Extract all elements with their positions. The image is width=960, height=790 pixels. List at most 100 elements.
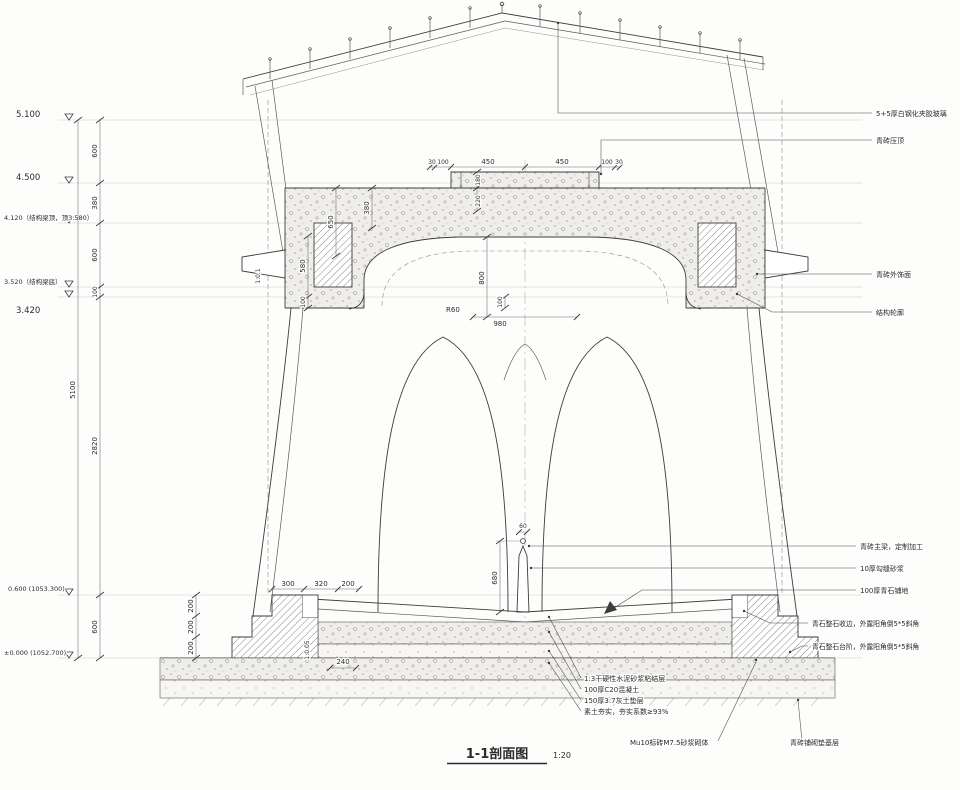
dim-580: 580 [299,259,307,272]
note-concrete: 100厚C20混凝土 [584,685,639,694]
finial-spike [516,544,530,613]
roof-glass-line-2 [245,20,766,88]
coping-joints [460,172,590,188]
leader-stone-edging [743,610,808,624]
leader-stone-paving [607,589,856,613]
ground-leader-dots [547,615,551,665]
elevation-label-0000: ±0.000 (1052.700) [4,649,66,657]
dim-top-100-r: 100 [601,159,613,166]
leader-structure-outline [736,293,872,313]
leg-right-inner [746,307,781,613]
corbel-right [764,249,809,279]
dim-100-left: 100 [92,286,99,298]
dim-380-arch: 380 [363,201,371,214]
concrete-slab [317,621,733,645]
dim-finial-60: 60 [519,523,527,530]
glass-roof [242,1,779,253]
dim-coping-180: 180 [475,174,482,186]
edge-stone-left [301,594,319,619]
drawing-title: 1-1剖面图 [466,746,529,762]
dim-800: 800 [478,271,486,284]
leader-bonding-layer [548,616,582,679]
footing-lime-band [159,679,836,699]
dimension-ticks [73,116,624,672]
dim-plinth-320: 320 [314,580,327,588]
elevation-label-4120: 4.120（结构梁顶，顶3.580） [4,213,93,222]
dim-5100-overall: 5100 [69,381,77,399]
leg-left-inner [269,307,304,613]
dim-600-upper: 600 [91,144,99,157]
elevation-label-5100: 5.100 [16,110,40,120]
center-finial [496,538,530,613]
tower-legs [252,307,798,617]
title-block: 1-1剖面图 1:20 [447,746,571,765]
leader-brick-masonry [717,661,757,742]
step-masonry-left [232,595,318,658]
dim-600-bottom: 600 [91,620,99,633]
dim-380-left: 380 [91,196,99,209]
arch-beam [241,171,809,310]
roof-glass-line [242,12,764,80]
leader-stone-paving-arrow [604,601,617,614]
note-coping: 青砖压顶 [876,136,904,145]
dim-980: 980 [493,320,506,328]
steps-right-outline [748,594,819,658]
leader-dots [527,21,792,654]
note-structure-outline: 结构轮廓 [876,308,904,317]
leader-brick-base-dot [796,698,800,702]
dim-step-200-b: 200 [187,620,195,633]
dim-100-arch-left: 100 [300,296,307,308]
leader-compacted-soil [548,662,582,712]
arch-fillets [348,291,702,310]
dimensions: 600 380 600 100 5100 2820 600 30 100 450… [68,116,624,672]
leader-brick-base [797,699,803,742]
note-brick-masonry: Mu10标砖M7.5砂浆砌体 [630,738,709,747]
structural-beam-right-hatch [697,222,737,288]
leader-glass [557,23,872,114]
dim-100-arch-right: 100 [497,296,504,308]
beam-outline [284,171,766,309]
elevation-label-3520: 3.520（结构梁底） [4,277,62,286]
dim-r60: R60 [446,306,460,314]
elevation-markers: 5.100 4.500 4.120（结构梁顶，顶3.580） 3.520（结构梁… [3,109,94,659]
annotations-footer: Mu10标砖M7.5砂浆砌体 青砖铺砌垫基层 [629,658,840,748]
leader-lime-soil [548,650,582,701]
dim-slope-paving: 1:0.05 [304,640,311,659]
note-stone-edging: 青石整石收边，外露阳角倒5*5斜角 [812,619,919,628]
dim-top-100-l: 100 [437,159,449,166]
lower-arch-right [541,336,673,613]
elevation-label-3420: 3.420 [16,306,40,316]
dim-finial-680: 680 [491,571,499,584]
elevation-label-4500: 4.500 [16,173,40,183]
leader-concrete [548,631,582,690]
dim-2820: 2820 [91,437,99,455]
leader-brick-masonry-dot [754,658,758,662]
dim-650: 650 [327,215,335,228]
corbel-left [241,249,286,279]
note-stone-steps: 青石整石台阶，外露阳角倒5*5斜角 [812,642,919,651]
note-joint-mortar: 10厚勾缝砂浆 [860,564,904,573]
roof-mullions [269,6,741,79]
roof-truss-line [249,27,765,96]
edge-stone-right [731,594,749,619]
dim-top-30-r: 30 [615,159,623,166]
note-compacted-soil: 素土夯实，夯实系数≥93% [584,707,669,716]
note-main-beam: 青砖主梁，定制加工 [860,542,923,551]
annotations-ground: 1:3干硬性水泥砂浆粘结层 100厚C20混凝土 150厚3:7灰土垫层 素土夯… [547,615,670,717]
footing-concrete-band [159,657,836,681]
note-glass: 5+5厚白钢化夹胶玻璃 [876,109,947,118]
paving-surface [311,598,739,613]
annotations-right: 5+5厚白钢化夹胶玻璃 青砖压顶 青砖外饰面 结构轮廓 青砖主梁，定制加工 10… [527,21,948,654]
curb-sides [317,618,733,658]
steps-left-outline [231,594,302,658]
dim-plinth-300: 300 [281,580,294,588]
leader-coping [600,139,872,174]
dim-plinth-200: 200 [341,580,354,588]
drawing-scale: 1:20 [553,751,571,760]
dim-coping-220: 220 [475,195,482,207]
dim-step-200-a: 200 [187,599,195,612]
note-brick-base: 青砖铺砌垫基层 [790,738,839,747]
note-facing: 青砖外饰面 [876,270,911,279]
elevation-triangles [64,113,74,659]
